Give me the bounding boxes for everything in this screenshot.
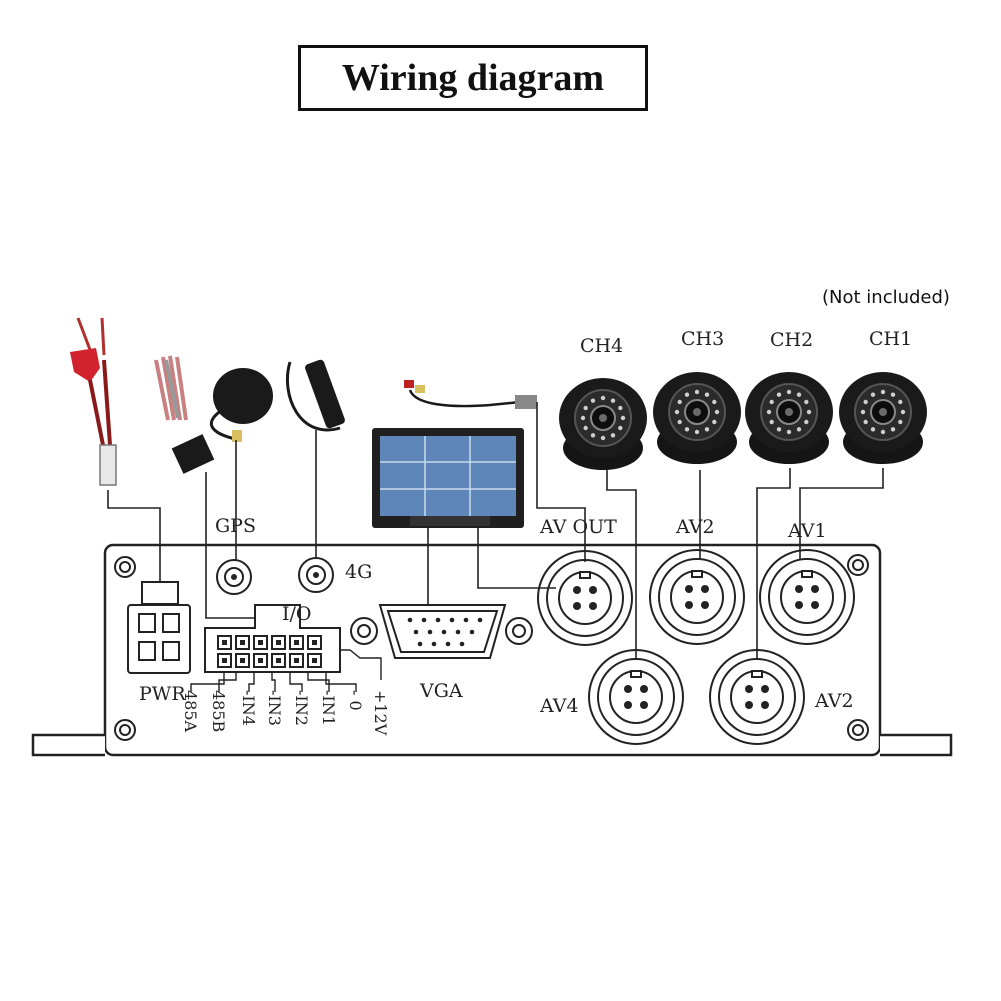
power-cable-accessory: [70, 317, 117, 486]
ch4-label: CH4: [580, 335, 623, 357]
io-terminal-cell: [271, 635, 286, 650]
pwr-label: PWR: [139, 683, 186, 705]
io-terminal-cell: [253, 635, 268, 650]
gps-antenna-accessory: [209, 368, 273, 442]
io-harness-accessory: [154, 355, 215, 474]
io-pin-leader: [289, 672, 303, 692]
io-pin-label: -IN3: [265, 690, 284, 726]
io-terminal-cell: [307, 653, 322, 668]
io-label: I/O: [282, 603, 311, 625]
ch3-label: CH3: [681, 328, 724, 350]
av-out-label: AV OUT: [539, 516, 617, 538]
av1-connector: [759, 549, 855, 645]
io-pin-leaders: [190, 649, 382, 692]
io-pin-label: - 0: [346, 690, 365, 711]
ch1-label: CH1: [869, 328, 912, 350]
camera-ch4: [559, 378, 647, 470]
dome-cameras: [559, 372, 927, 470]
io-pin-leader: [271, 672, 276, 692]
io-pin-label: +12V: [371, 690, 390, 736]
io-pin-labels: 485A 485B -IN4 -IN3 -IN2 -IN1 - 0 +12V: [181, 690, 390, 736]
io-pin-label: -IN4: [239, 690, 258, 726]
io-pin-label: 485A: [181, 690, 200, 733]
camera-ch1: [839, 372, 927, 464]
io-terminal-block: [204, 604, 341, 673]
gps-label: GPS: [215, 515, 256, 537]
diagram-title: Wiring diagram: [298, 45, 648, 111]
pwr-connector: [127, 581, 191, 674]
av4-label: AV4: [539, 695, 579, 717]
monitor-accessory: [372, 428, 524, 528]
av-out-cable-accessory: [404, 380, 537, 409]
wiring-lines: [107, 402, 884, 660]
av2-top-label: AV2: [675, 516, 715, 538]
4g-antenna-accessory: [285, 359, 345, 432]
io-terminal-cell: [217, 653, 232, 668]
io-pin-leader: [218, 672, 237, 692]
io-pin-leader: [190, 672, 225, 692]
4g-label: 4G: [345, 561, 372, 583]
av2-top-connector: [649, 549, 745, 645]
not-included-note: (Not included): [822, 287, 950, 308]
camera-ch3: [653, 372, 741, 464]
io-terminal-cell: [253, 653, 268, 668]
av2-bottom-label: AV2: [814, 690, 854, 712]
labels: GPS 4G I/O PWR VGA AV OUT AV2 AV1 AV4 AV…: [139, 328, 912, 717]
io-pin-leader: [340, 649, 382, 680]
io-pin-label: -IN1: [319, 690, 338, 726]
io-terminal-cell: [217, 635, 232, 650]
io-terminal-cell: [235, 653, 250, 668]
io-pin-leader: [307, 672, 330, 692]
mounting-screws: [114, 554, 869, 741]
vga-label: VGA: [419, 680, 463, 702]
gps-port: [216, 559, 252, 595]
vga-port: [350, 604, 533, 659]
io-terminal-cell: [235, 635, 250, 650]
ch2-label: CH2: [770, 329, 813, 351]
io-pin-leader: [325, 672, 357, 692]
io-terminal-cell: [289, 635, 304, 650]
av1-label: AV1: [787, 520, 827, 542]
av4-connector: [588, 649, 684, 745]
io-pin-label: -IN2: [292, 690, 311, 726]
camera-ch2: [745, 372, 833, 464]
io-terminal-cell: [307, 635, 322, 650]
io-pin-leader: [248, 672, 255, 692]
io-terminal-cell: [271, 653, 286, 668]
io-pin-label: 485B: [209, 690, 228, 732]
io-terminal-cell: [289, 653, 304, 668]
